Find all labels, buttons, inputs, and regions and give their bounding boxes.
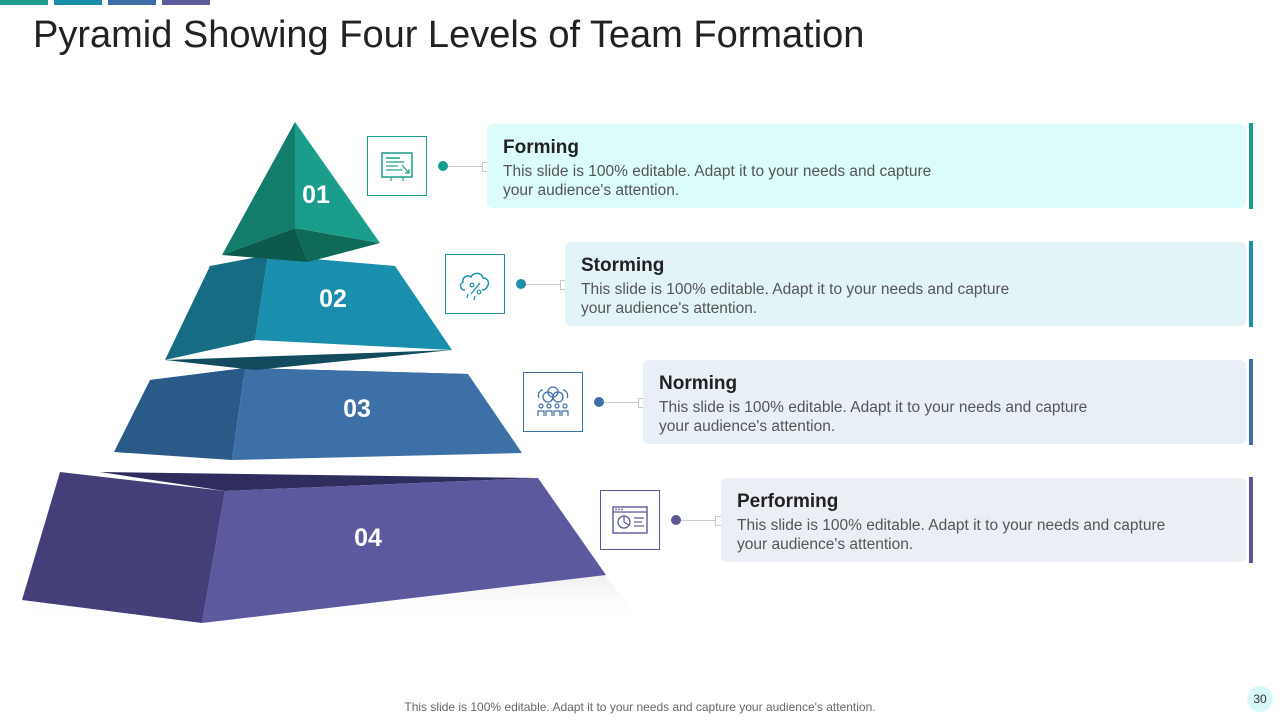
storming-icon-box [445, 254, 505, 314]
team-collaboration-icon [537, 386, 569, 416]
norming-connector-line [603, 402, 641, 403]
performing-description: This slide is 100% editable. Adapt it to… [737, 517, 1166, 553]
performing-connector-line [680, 520, 718, 521]
level-number-01: 01 [302, 181, 330, 209]
performing-title: Performing [737, 491, 839, 512]
storming-card-accent [1249, 241, 1253, 327]
forming-connector-line [447, 166, 485, 167]
norming-connector-dot [594, 397, 604, 407]
storming-card: Storming This slide is 100% editable. Ad… [565, 242, 1246, 326]
pyramid-level-03 [114, 368, 522, 460]
pyramid-level-02 [165, 255, 452, 370]
storming-connector-line [525, 284, 563, 285]
pyramid-level-01 [222, 122, 380, 262]
page-number-badge: 30 [1247, 686, 1273, 712]
performing-card-accent [1249, 477, 1253, 563]
storming-title: Storming [581, 255, 665, 276]
norming-card: Norming This slide is 100% editable. Ada… [643, 360, 1246, 444]
pyramid-level-04 [22, 472, 606, 623]
footer-note: This slide is 100% editable. Adapt it to… [404, 700, 876, 714]
norming-description: This slide is 100% editable. Adapt it to… [659, 399, 1088, 435]
performing-connector-dot [671, 515, 681, 525]
level-number-02: 02 [319, 285, 347, 313]
forming-description: This slide is 100% editable. Adapt it to… [503, 163, 932, 199]
forming-icon-box [367, 136, 427, 196]
brainstorm-cloud-icon [459, 272, 490, 301]
page-title: Pyramid Showing Four Levels of Team Form… [33, 14, 865, 56]
norming-icon-box [523, 372, 583, 432]
performing-card: Performing This slide is 100% editable. … [721, 478, 1246, 562]
storming-connector-dot [516, 279, 526, 289]
presentation-board-icon [381, 152, 413, 181]
storming-description: This slide is 100% editable. Adapt it to… [581, 281, 1010, 317]
top-accent-bar-2 [54, 0, 102, 5]
analytics-dashboard-icon [612, 506, 648, 534]
top-accent-bar-3 [108, 0, 156, 5]
forming-connector-dot [438, 161, 448, 171]
norming-card-accent [1249, 359, 1253, 445]
forming-title: Forming [503, 137, 579, 158]
norming-title: Norming [659, 373, 738, 394]
level-number-04: 04 [354, 524, 382, 552]
top-accent-bar-4 [162, 0, 210, 5]
forming-card: Forming This slide is 100% editable. Ada… [487, 124, 1246, 208]
performing-icon-box [600, 490, 660, 550]
pyramid-diagram: 01 02 03 04 [22, 122, 645, 625]
top-accent-bar-1 [0, 0, 48, 5]
forming-card-accent [1249, 123, 1253, 209]
level-number-03: 03 [343, 395, 371, 423]
